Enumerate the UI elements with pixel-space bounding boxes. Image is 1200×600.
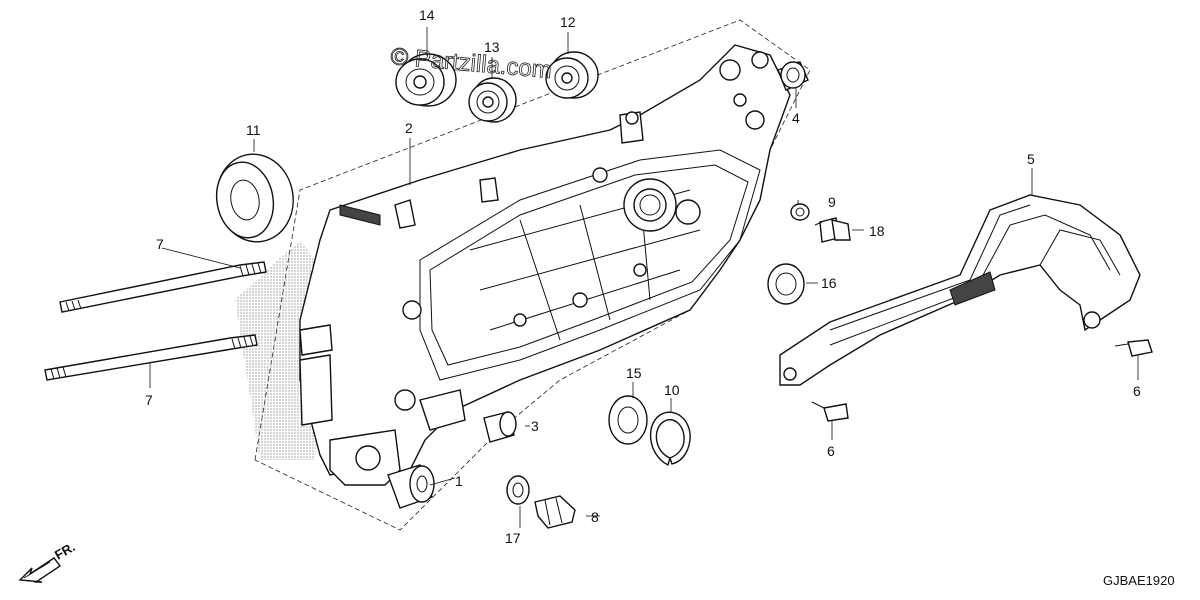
washer-17[interactable] <box>506 475 530 505</box>
screw-6a[interactable] <box>1114 339 1153 357</box>
callout-labels: 14 13 12 11 2 4 9 18 16 5 6 6 8 17 3 1 1… <box>145 7 1141 546</box>
oil-seal-large[interactable] <box>210 148 300 248</box>
circlip-10[interactable] <box>649 411 691 467</box>
callout-8: 8 <box>591 509 599 525</box>
callout-11: 11 <box>246 122 261 138</box>
bolt-8[interactable] <box>534 495 576 529</box>
callout-4: 4 <box>792 110 800 126</box>
bolt-18[interactable] <box>814 217 851 243</box>
callout-14: 14 <box>419 7 435 23</box>
callout-7b: 7 <box>145 392 153 408</box>
dowel-3[interactable] <box>483 411 517 443</box>
front-direction-arrow-icon <box>18 557 62 583</box>
callout-5: 5 <box>1027 151 1035 167</box>
front-label: FR. <box>52 539 78 562</box>
callout-16: 16 <box>821 275 837 291</box>
oil-seal-15[interactable] <box>608 395 648 445</box>
stud-bolt-upper[interactable] <box>59 261 267 313</box>
diagram-code: GJBAE1920 <box>1103 573 1175 588</box>
callout-13: 13 <box>484 39 500 55</box>
collar-4[interactable] <box>777 61 809 91</box>
callout-18: 18 <box>869 223 885 239</box>
callout-6b: 6 <box>827 443 835 459</box>
callout-17: 17 <box>505 530 521 546</box>
callout-15: 15 <box>626 365 642 381</box>
callout-10: 10 <box>664 382 680 398</box>
callout-1: 1 <box>455 473 463 489</box>
callout-9: 9 <box>828 194 836 210</box>
stud-bolt-lower[interactable] <box>44 334 258 381</box>
oil-seal-16[interactable] <box>767 263 805 305</box>
left-crankcase[interactable] <box>235 44 791 486</box>
callout-12: 12 <box>560 14 576 30</box>
leader-lines <box>149 27 1139 528</box>
cover-5[interactable] <box>779 194 1141 386</box>
bearing-13[interactable] <box>468 77 517 123</box>
callout-3: 3 <box>531 418 539 434</box>
bushing-1[interactable] <box>387 464 435 509</box>
bearing-14[interactable] <box>395 53 457 107</box>
bearing-12[interactable] <box>545 51 599 99</box>
callout-6a: 6 <box>1133 383 1141 399</box>
callout-2: 2 <box>405 120 413 136</box>
washer-9[interactable] <box>790 203 810 221</box>
screw-6b[interactable] <box>811 401 849 422</box>
callout-7a: 7 <box>156 236 164 252</box>
